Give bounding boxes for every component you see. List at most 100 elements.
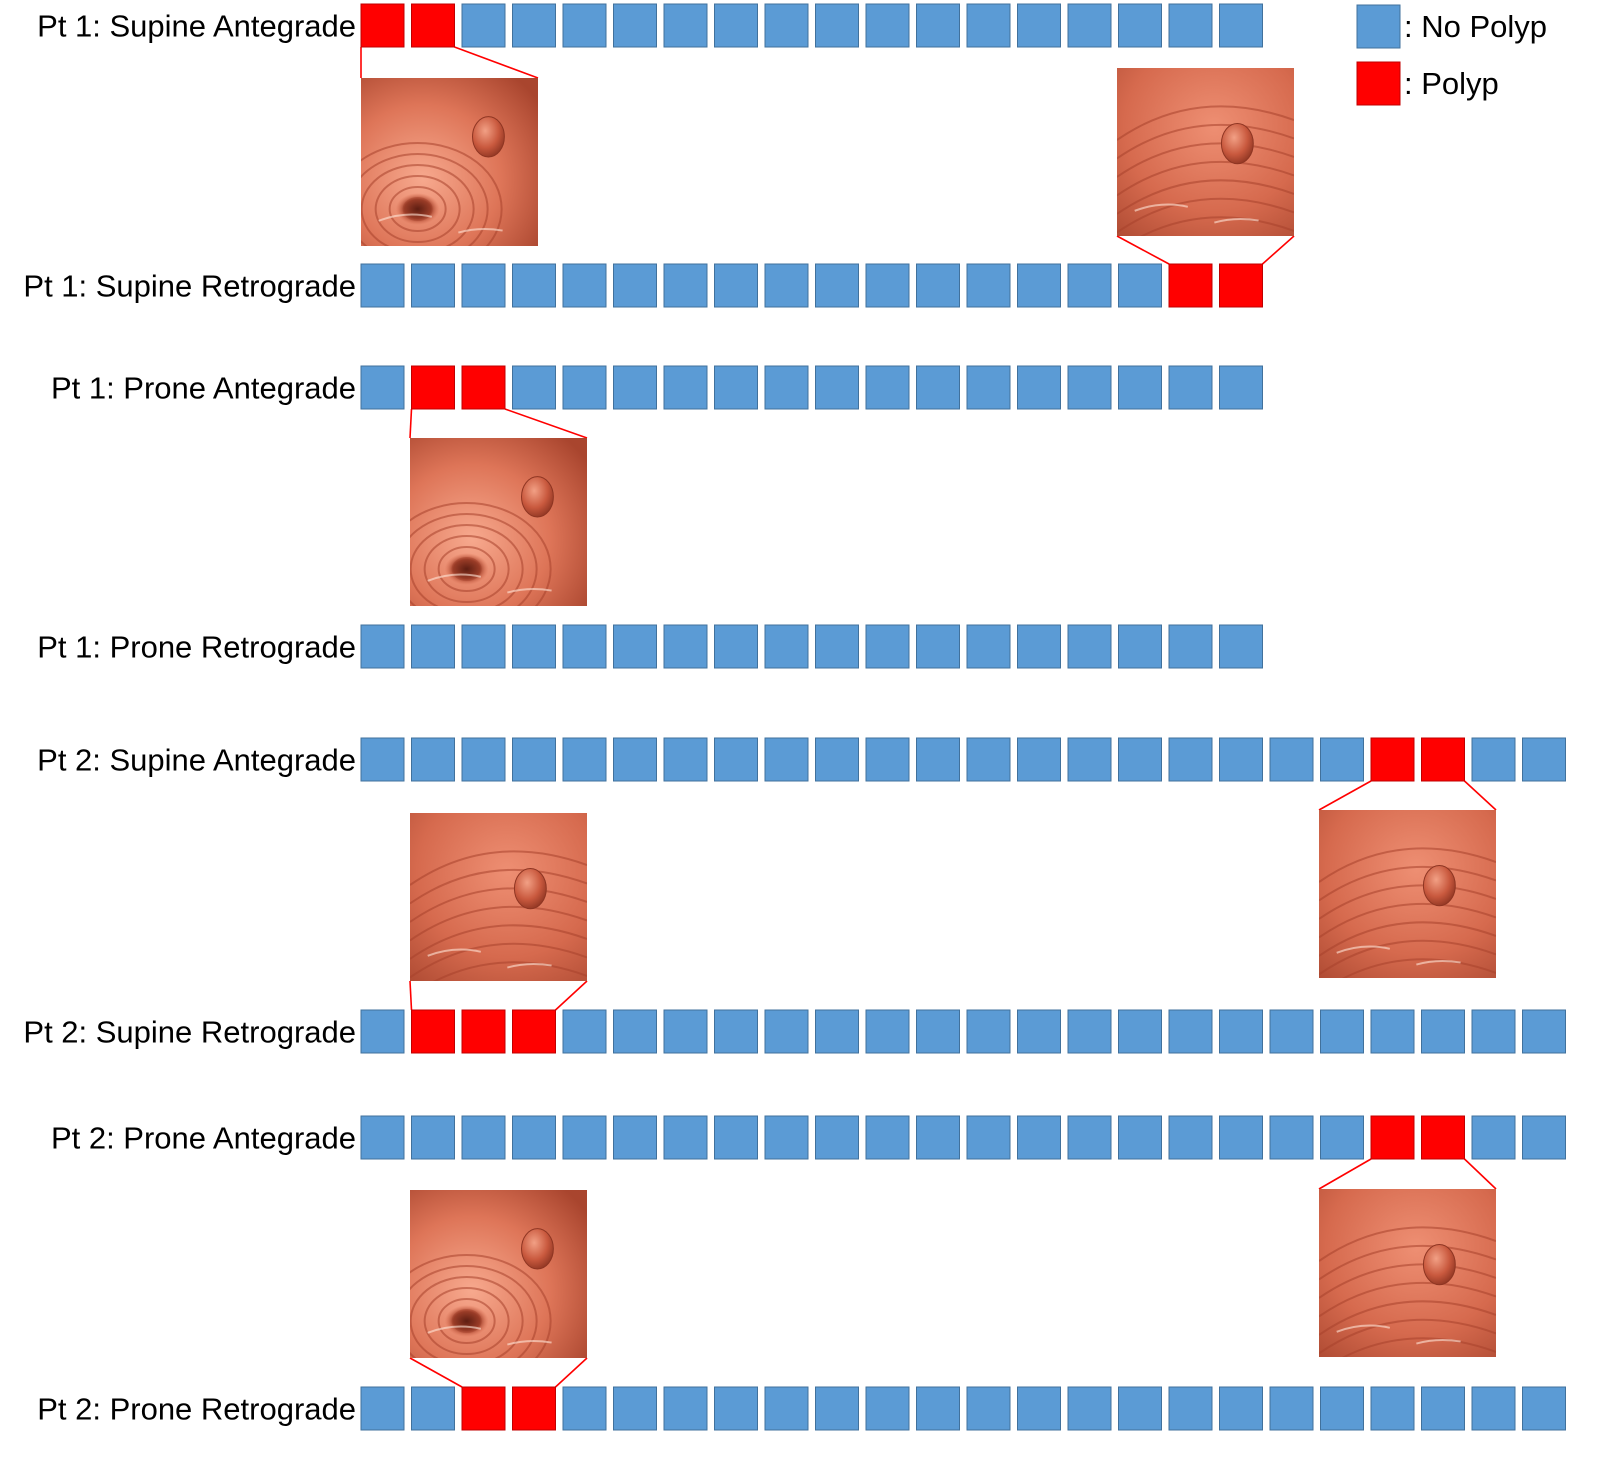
frame-no-polyp	[1017, 1009, 1061, 1054]
frame-no-polyp	[1421, 1009, 1465, 1054]
frame-no-polyp	[562, 263, 607, 308]
frame-no-polyp	[360, 365, 405, 410]
frame-no-polyp	[865, 1386, 910, 1431]
endoscopic-view-image	[1319, 810, 1496, 978]
frame-no-polyp	[461, 263, 506, 308]
frame-no-polyp	[815, 1386, 859, 1431]
frame-no-polyp	[360, 624, 405, 669]
frame-no-polyp	[1219, 1115, 1263, 1160]
frame-no-polyp	[613, 1009, 657, 1054]
frame-no-polyp	[360, 1009, 405, 1054]
frame-no-polyp	[1118, 737, 1162, 782]
frame-no-polyp	[1168, 365, 1213, 410]
frame-no-polyp	[461, 737, 506, 782]
frame-no-polyp	[1017, 3, 1061, 48]
frame-no-polyp	[512, 624, 556, 669]
frame-no-polyp	[916, 3, 960, 48]
frame-polyp	[411, 1009, 455, 1054]
frame-no-polyp	[764, 263, 809, 308]
frame-no-polyp	[360, 263, 405, 308]
endoscopic-view-image	[410, 1190, 587, 1358]
frame-no-polyp	[714, 263, 758, 308]
frame-no-polyp	[1067, 1386, 1112, 1431]
frame-polyp	[1219, 263, 1263, 308]
frame-no-polyp	[916, 737, 960, 782]
sequence-row: Pt 2: Supine Retrograde	[23, 1009, 1566, 1054]
frame-no-polyp	[916, 1009, 960, 1054]
callout-connector	[454, 46, 539, 79]
sequence-row: Pt 2: Prone Retrograde	[37, 1386, 1566, 1431]
frame-no-polyp	[865, 3, 910, 48]
frame-no-polyp	[1017, 1386, 1061, 1431]
frame-no-polyp	[865, 1115, 910, 1160]
frame-no-polyp	[865, 263, 910, 308]
frame-no-polyp	[663, 3, 708, 48]
frame-no-polyp	[1320, 1115, 1364, 1160]
frame-no-polyp	[360, 1386, 405, 1431]
frame-no-polyp	[1219, 1009, 1263, 1054]
frame-polyp	[461, 365, 506, 410]
sequence-row: Pt 1: Prone Retrograde	[37, 624, 1263, 669]
frame-no-polyp	[1067, 3, 1112, 48]
frame-no-polyp	[1118, 1115, 1162, 1160]
frame-no-polyp	[916, 1115, 960, 1160]
frame-no-polyp	[663, 737, 708, 782]
callout-thumbnail	[409, 408, 588, 606]
frame-no-polyp	[966, 624, 1011, 669]
legend-label-no-polyp: : No Polyp	[1404, 9, 1547, 44]
frame-no-polyp	[714, 1009, 758, 1054]
frame-no-polyp	[1522, 1386, 1566, 1431]
frame-no-polyp	[966, 1009, 1011, 1054]
frame-no-polyp	[1269, 737, 1314, 782]
frame-no-polyp	[613, 365, 657, 410]
frame-no-polyp	[1320, 737, 1364, 782]
frame-no-polyp	[1219, 365, 1263, 410]
frame-no-polyp	[714, 624, 758, 669]
callout-connector	[554, 980, 588, 1011]
frame-no-polyp	[360, 737, 405, 782]
frame-no-polyp	[663, 624, 708, 669]
frame-no-polyp	[411, 1386, 455, 1431]
frame-polyp	[461, 1009, 506, 1054]
frame-no-polyp	[815, 263, 859, 308]
frame-no-polyp	[1067, 1009, 1112, 1054]
sequence-row: Pt 1: Supine Antegrade	[37, 3, 1263, 48]
callout-connector	[1318, 780, 1372, 811]
frame-no-polyp	[1017, 624, 1061, 669]
frame-no-polyp	[1017, 737, 1061, 782]
frame-no-polyp	[411, 1115, 455, 1160]
sequence-label: Pt 1: Prone Antegrade	[51, 371, 356, 406]
frame-no-polyp	[663, 365, 708, 410]
sequence-row: Pt 1: Supine Retrograde	[23, 263, 1263, 308]
frame-no-polyp	[714, 1386, 758, 1431]
frame-no-polyp	[1168, 1386, 1213, 1431]
frame-no-polyp	[1522, 1115, 1566, 1160]
callout-thumbnail	[409, 1190, 588, 1388]
endoscopic-view-image	[410, 813, 587, 981]
frame-no-polyp	[1067, 263, 1112, 308]
frame-no-polyp	[1118, 624, 1162, 669]
frame-no-polyp	[1219, 1386, 1263, 1431]
frame-no-polyp	[1067, 624, 1112, 669]
frame-no-polyp	[1168, 737, 1213, 782]
frame-no-polyp	[512, 365, 556, 410]
frame-no-polyp	[815, 1115, 859, 1160]
frame-no-polyp	[1522, 737, 1566, 782]
callout-thumbnail	[1318, 1158, 1497, 1357]
frame-no-polyp	[1118, 263, 1162, 308]
callout-connector	[1116, 235, 1170, 265]
frame-no-polyp	[411, 263, 455, 308]
frame-no-polyp	[1168, 1115, 1213, 1160]
frame-no-polyp	[1067, 1115, 1112, 1160]
frame-no-polyp	[613, 1386, 657, 1431]
frame-no-polyp	[916, 1386, 960, 1431]
sequence-label: Pt 2: Supine Retrograde	[23, 1015, 356, 1050]
frame-no-polyp	[714, 1115, 758, 1160]
sequence-row: Pt 1: Prone Antegrade	[51, 365, 1263, 410]
sequence-label: Pt 2: Prone Retrograde	[37, 1392, 356, 1427]
frame-no-polyp	[764, 1115, 809, 1160]
frame-polyp	[411, 3, 455, 48]
frame-no-polyp	[1522, 1009, 1566, 1054]
frame-no-polyp	[815, 3, 859, 48]
